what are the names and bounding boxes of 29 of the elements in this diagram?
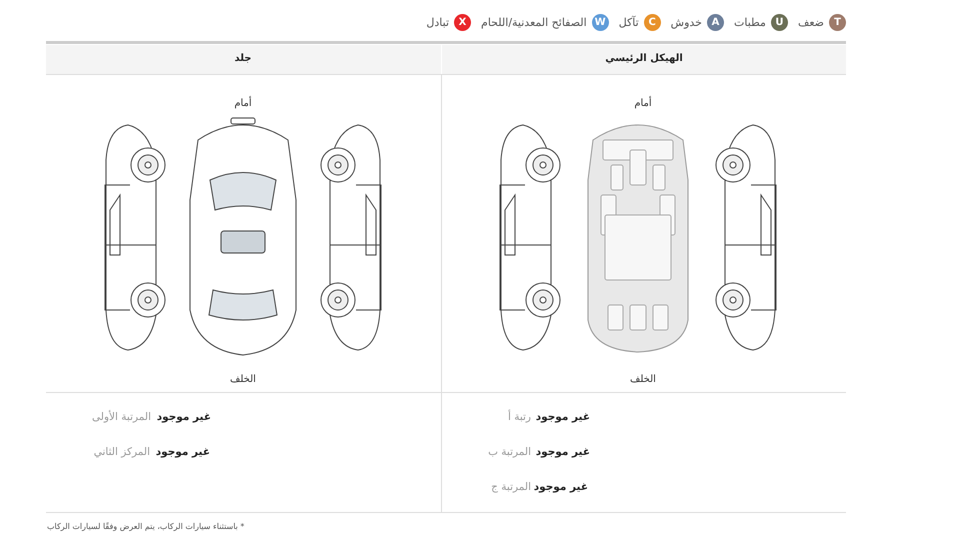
grade-label: رتبة أ xyxy=(508,410,531,424)
status-value: غير موجود xyxy=(156,445,210,459)
legend-badge: A xyxy=(707,14,724,31)
legend-text: مطبات xyxy=(734,16,766,29)
legend-text: تآكل xyxy=(618,16,639,29)
grade-label: المركز الثاني xyxy=(94,445,150,459)
grade-label: المرتبة الأولى xyxy=(92,410,151,424)
orientation-label: أمام xyxy=(233,97,253,111)
orientation-label: الخلف xyxy=(629,373,657,387)
orientation-label: أمام xyxy=(633,97,653,111)
legend-badge: U xyxy=(770,14,788,31)
legend-badge: C xyxy=(644,14,661,31)
column-header: الهيكل الرئيسي xyxy=(604,52,684,66)
legend-text: خدوش xyxy=(670,16,702,29)
legend-text: الصفائح المعدنية/اللحام xyxy=(481,16,587,29)
legend-text: تبادل xyxy=(426,16,450,29)
status-value: غير موجود xyxy=(536,445,590,459)
legend-text: ضعف xyxy=(798,16,824,29)
legend-badge: X xyxy=(454,14,472,31)
orientation-label: الخلف xyxy=(229,373,257,387)
status-value: غير موجود xyxy=(156,410,211,424)
status-value: غير موجود xyxy=(534,480,588,494)
legend-badge: W xyxy=(592,14,609,31)
grade-label: المرتبة ج xyxy=(491,480,531,494)
grade-label: المرتبة ب xyxy=(488,445,531,459)
column-header: جلد xyxy=(233,52,253,66)
status-value: غير موجود xyxy=(536,410,590,424)
legend-badge: T xyxy=(829,14,846,31)
footnote: * باستثناء سيارات الركاب، يتم العرض وفقًا لسيارات الركاب xyxy=(47,521,244,533)
